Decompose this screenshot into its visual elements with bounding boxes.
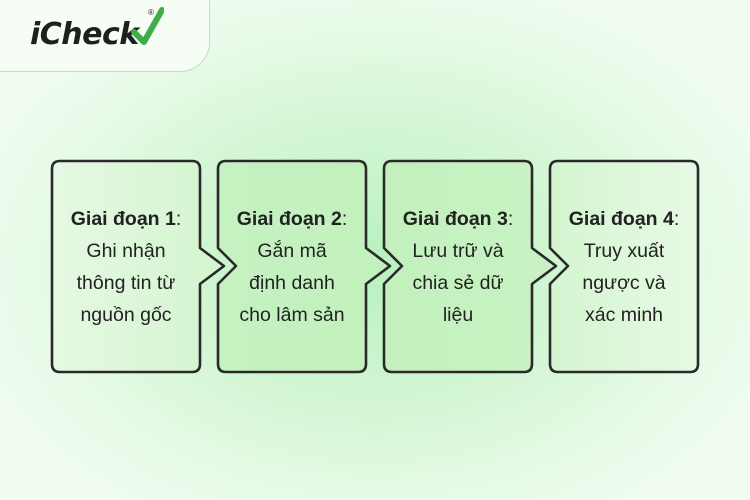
brand-name: iCheck	[30, 17, 139, 52]
stage-1-line-2: thông tin từ	[76, 272, 176, 294]
stage-1-line-1: Ghi nhận	[86, 240, 166, 262]
stage-4-description: Truy xuất ngược và xác minh	[551, 235, 697, 331]
stage-2-description: Gắn mã định danh cho lâm sản	[219, 235, 365, 331]
stage-4-heading: Giai đoạn 4:	[551, 203, 697, 235]
stage-2-title: Giai đoạn 2	[236, 208, 342, 230]
stage-3-line-3: liệu	[442, 304, 474, 326]
stage-2-heading: Giai đoạn 2:	[219, 203, 365, 235]
stage-box-2	[216, 159, 392, 374]
stage-3-separator: :	[507, 208, 514, 230]
stage-3-heading: Giai đoạn 3:	[385, 203, 531, 235]
stage-1-heading: Giai đoạn 1:	[53, 203, 199, 235]
stage-2-line-1: Gắn mã	[257, 240, 327, 262]
registered-mark: ®	[148, 8, 154, 17]
stage-box-4	[548, 159, 700, 374]
stage-2-text: Giai đoạn 2: Gắn mã định danh cho lâm sản	[219, 203, 365, 331]
stage-2-line-2: định danh	[249, 272, 335, 294]
stage-3-description: Lưu trữ và chia sẻ dữ liệu	[385, 235, 531, 331]
checkmark-icon	[131, 7, 164, 45]
stage-box-3	[382, 159, 558, 374]
stage-4-line-2: ngược và	[582, 272, 666, 294]
stage-4-line-3: xác minh	[584, 304, 664, 326]
stage-1-description: Ghi nhận thông tin từ nguồn gốc	[53, 235, 199, 331]
brand-logo[interactable]: iCheck	[30, 14, 139, 56]
stage-4-text: Giai đoạn 4: Truy xuất ngược và xác minh	[551, 203, 697, 331]
stage-2-line-3: cho lâm sản	[239, 304, 345, 326]
stage-3-line-2: chia sẻ dữ	[412, 272, 504, 294]
stage-1-separator: :	[175, 208, 182, 230]
stage-1-title: Giai đoạn 1	[70, 208, 176, 230]
logo-tab	[0, 0, 210, 72]
stage-1-text: Giai đoạn 1: Ghi nhận thông tin từ nguồn gố…	[53, 203, 199, 331]
stage-4-separator: :	[673, 208, 680, 230]
stage-4-title: Giai đoạn 4	[568, 208, 674, 230]
stage-2-separator: :	[341, 208, 348, 230]
stage-box-1	[50, 159, 226, 374]
stage-1-line-3: nguồn gốc	[80, 304, 172, 326]
stage-4-line-1: Truy xuất	[583, 240, 665, 262]
stage-3-line-1: Lưu trữ và	[412, 240, 504, 262]
stage-3-title: Giai đoạn 3	[402, 208, 508, 230]
